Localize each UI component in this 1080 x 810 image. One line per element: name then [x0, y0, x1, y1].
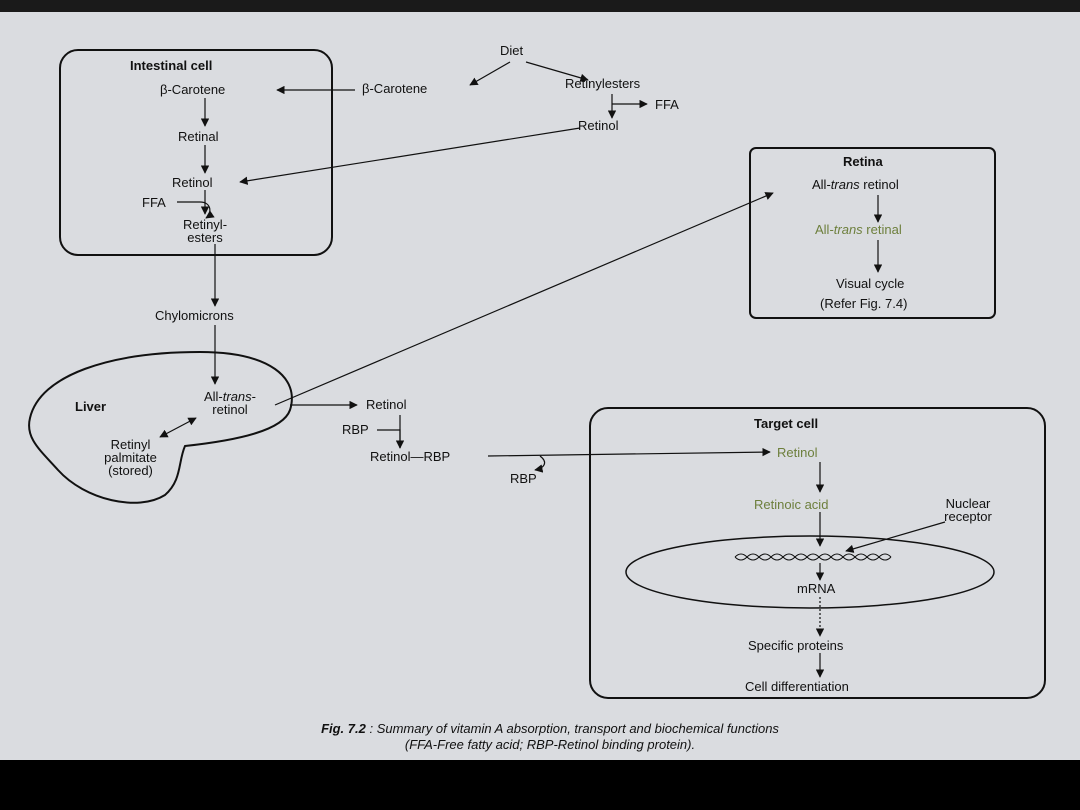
figure-caption: Fig. 7.2 : Summary of vitamin A absorpti…	[150, 721, 950, 753]
liver-title: Liver	[75, 399, 107, 414]
arrow-rbp-release	[534, 455, 546, 473]
rbp-out-label: RBP	[510, 471, 537, 486]
retina-box	[749, 147, 996, 319]
rbp-in-label: RBP	[342, 422, 369, 437]
nucleus-ellipse	[625, 535, 995, 609]
retinylesters-label: Retinylesters	[565, 76, 641, 91]
mrna-label: mRNA	[797, 581, 836, 596]
retina-retinal-all: All-	[815, 222, 834, 237]
transport-retinol-label: Retinol	[366, 397, 407, 412]
refer-figure-label: (Refer Fig. 7.4)	[820, 296, 908, 311]
cell-differentiation-label: Cell differentiation	[745, 679, 849, 694]
retinyl-esters-line-2: esters	[187, 230, 223, 245]
target-cell-title: Target cell	[754, 416, 819, 431]
intestinal-ffa-label: FFA	[142, 195, 166, 210]
diet-retinol-label: Retinol	[578, 118, 619, 133]
retina-retinol-word: retinol	[859, 177, 899, 192]
arrow-diet-to-beta-carotene	[469, 61, 511, 86]
retinyl-esters-line-1: Retinyl-	[182, 217, 228, 232]
liver-trans-word: trans	[222, 389, 252, 404]
figure-page: Diet Intestinal cell β-Carotene β-Carote…	[0, 0, 1080, 760]
intestinal-cell-title: Intestinal cell	[130, 58, 213, 73]
visual-cycle-label: Visual cycle	[836, 276, 905, 291]
retinoic-acid-label: Retinoic acid	[754, 497, 829, 512]
retina-title: Retina	[843, 154, 883, 169]
retina-retinol-all: All-	[812, 177, 831, 192]
arrow-ffa-into-esterification	[177, 201, 215, 219]
arrow-diet-to-retinylesters	[525, 61, 589, 82]
dna-strand	[734, 553, 892, 561]
diet-label: Diet	[500, 43, 524, 58]
target-retinol-label: Retinol	[777, 445, 818, 460]
diagram-canvas	[28, 49, 1046, 699]
intestinal-retinol-label: Retinol	[172, 175, 213, 190]
arrow-complex-to-target	[487, 447, 771, 457]
liver-hyphen: -	[251, 389, 257, 404]
chylomicrons-label: Chylomicrons	[155, 308, 234, 323]
nuclear-receptor-line-1: Nuclear	[945, 496, 991, 511]
arrow-liver-storage-exchange	[159, 417, 197, 438]
retinyl-palmitate-line-3: (stored)	[108, 463, 153, 478]
retina-retinal-word: retinal	[862, 222, 902, 237]
retina-retinal-trans: trans	[833, 222, 863, 237]
liver-all-prefix: All-	[203, 389, 223, 404]
diet-beta-carotene-label: β-Carotene	[362, 81, 428, 96]
nuclear-receptor-label: Nuclear receptor	[920, 497, 1016, 523]
liver-all-trans-retinol-label: All-trans- retinol	[180, 390, 280, 416]
retina-retinol-trans: trans	[830, 177, 860, 192]
arrow-liver-to-retina	[274, 192, 774, 406]
nuclear-receptor-line-2: receptor	[944, 509, 992, 524]
bottom-black-bar	[0, 760, 1080, 810]
retinol-rbp-complex-label: Retinol—RBP	[370, 449, 451, 464]
retina-all-trans-retinol-label: All-trans retinol	[812, 178, 899, 192]
specific-proteins-label: Specific proteins	[748, 638, 844, 653]
intestinal-cell-box	[59, 49, 333, 256]
intestinal-beta-carotene-label: β-Carotene	[160, 82, 226, 97]
arrow-rbp-binding	[377, 429, 405, 449]
retinyl-esters-label: Retinyl- esters	[170, 218, 240, 244]
intestinal-retinal-label: Retinal	[178, 129, 219, 144]
top-dark-strip	[0, 0, 1080, 12]
retina-all-trans-retinal-label: All-trans retinal	[815, 223, 902, 237]
retinyl-palmitate-label: Retinyl palmitate (stored)	[83, 438, 178, 477]
caption-line-2: (FFA-Free fatty acid; RBP-Retinol bindin…	[404, 737, 696, 752]
caption-line-1: : Summary of vitamin A absorption, trans…	[365, 721, 779, 736]
retinyl-palmitate-line-1: Retinyl	[110, 437, 151, 452]
caption-fig-number: Fig. 7.2	[321, 721, 366, 736]
arrow-diet-retinol-into-cell	[239, 127, 581, 185]
retinyl-palmitate-line-2: palmitate	[104, 450, 157, 465]
liver-retinol-word: retinol	[212, 402, 248, 417]
liver-shape	[28, 350, 293, 504]
arrow-receptor-to-dna	[845, 521, 946, 553]
target-cell-box	[589, 407, 1046, 699]
diet-ffa-label: FFA	[655, 97, 679, 112]
